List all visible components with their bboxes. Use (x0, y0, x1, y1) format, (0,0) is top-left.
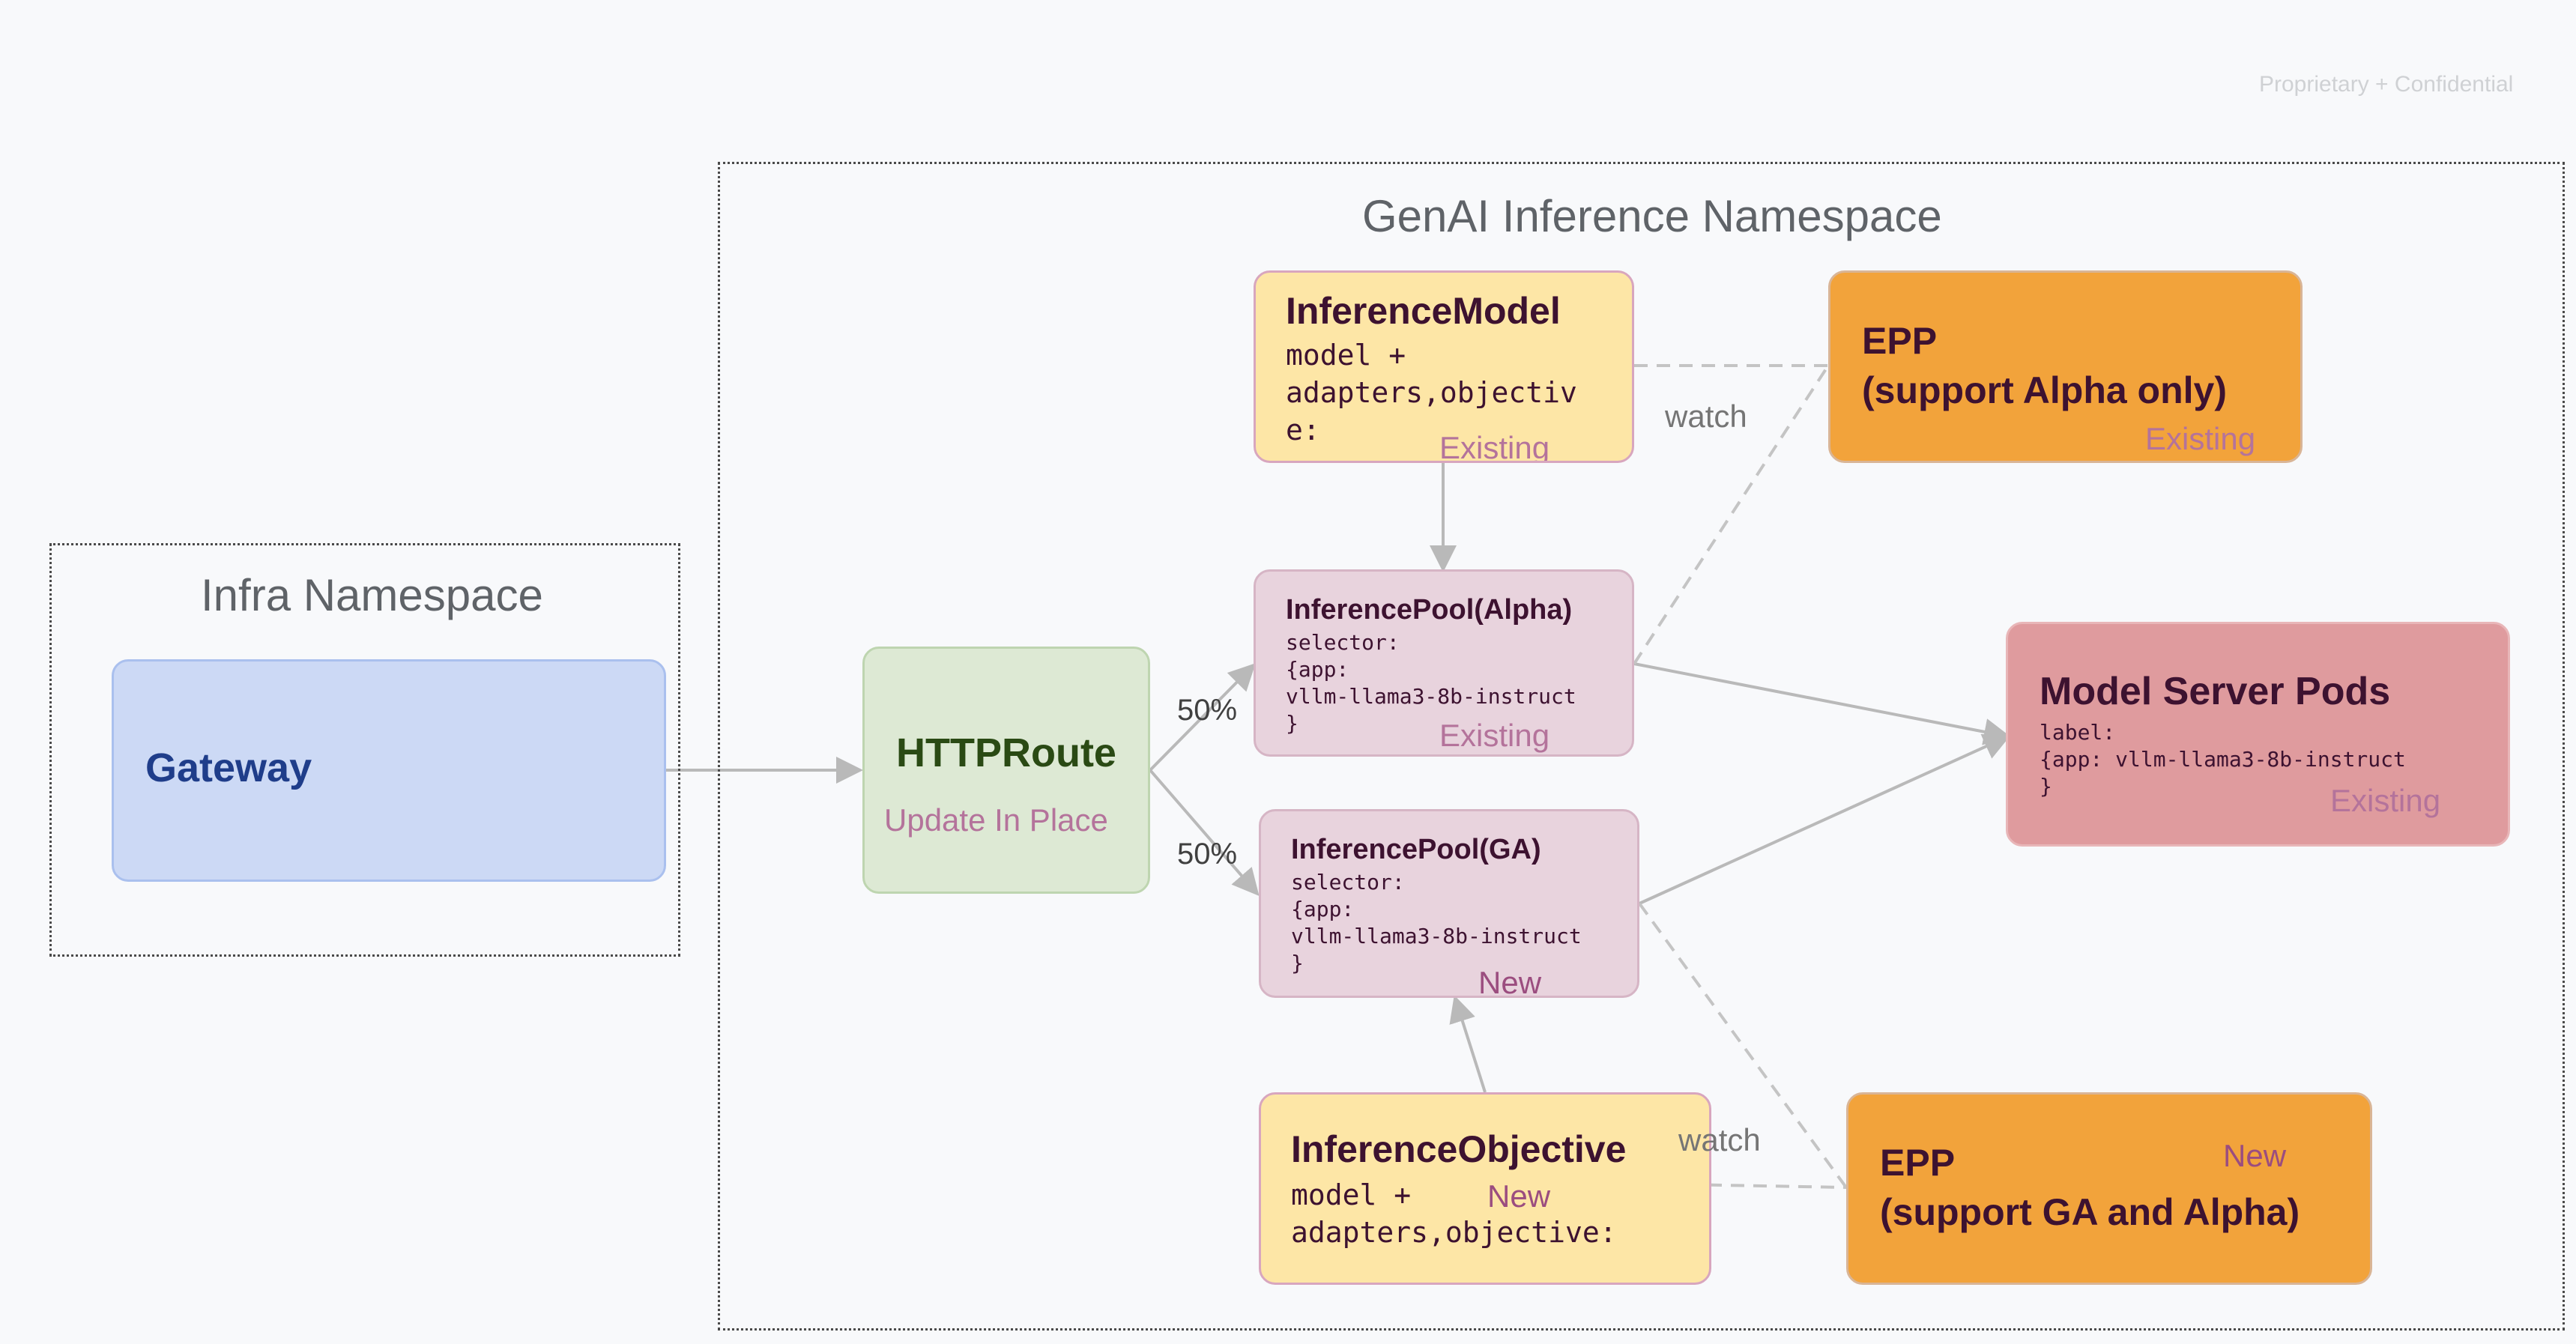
gateway-box[interactable]: Gateway (112, 659, 666, 882)
pool-ga-line1: selector: (1291, 870, 1405, 895)
inference-objective-body-line2: adapters,objective: (1291, 1216, 1617, 1249)
pool-alpha-line3: vllm-llama3-8b-instruct (1286, 684, 1576, 709)
httproute-box[interactable]: HTTPRoute Update In Place (862, 647, 1150, 894)
inference-model-body-line2: adapters,objectiv (1286, 376, 1577, 409)
epp-ga-line2: (support GA and Alpha) (1880, 1191, 2300, 1233)
inference-model-body-line1: model + (1286, 339, 1406, 372)
pool-alpha-line4: } (1286, 711, 1298, 736)
inference-model-status: Existing (1439, 430, 1550, 463)
pool-alpha-to-epp-alpha-watch-line (1633, 364, 1830, 665)
epp-alpha-status: Existing (2145, 421, 2256, 456)
inference-objective-box[interactable]: InferenceObjective model + adapters,obje… (1259, 1092, 1711, 1285)
infra-namespace-title: Infra Namespace (201, 570, 543, 620)
genai-namespace-title: GenAI Inference Namespace (1362, 191, 1942, 241)
gateway-label: Gateway (145, 745, 312, 790)
pool-ga-to-pods-arrow (1639, 733, 2011, 905)
objective-to-pool-ga-arrow (1449, 995, 1487, 1093)
epp-alpha-box[interactable]: EPP (support Alpha only) Existing (1828, 270, 2303, 463)
split-ga-label: 50% (1177, 838, 1238, 871)
httproute-to-pool-ga-arrow (1149, 769, 1260, 897)
epp-alpha-watch-label: watch (1665, 399, 1747, 434)
model-server-pods-line2: {app: vllm-llama3-8b-instruct (2040, 747, 2406, 772)
pool-alpha-to-pods-arrow (1633, 662, 2011, 745)
model-server-pods-line3: } (2040, 774, 2052, 799)
pool-ga-line3: vllm-llama3-8b-instruct (1291, 924, 1582, 948)
httproute-to-pool-alpha-arrow (1149, 663, 1256, 772)
pool-alpha-line1: selector: (1286, 630, 1400, 655)
split-alpha-label: 50% (1177, 694, 1238, 727)
model-server-pods-status: Existing (2330, 783, 2441, 818)
model-server-pods-box[interactable]: Model Server Pods label: {app: vllm-llam… (2006, 622, 2510, 847)
pool-ga-line4: } (1291, 951, 1304, 975)
inference-objective-body-line1: model + (1291, 1178, 1412, 1211)
epp-ga-line1: EPP (1880, 1142, 1956, 1184)
genai-namespace-frame (718, 162, 2565, 1331)
epp-ga-box[interactable]: EPP (support GA and Alpha) New (1846, 1092, 2372, 1285)
inference-objective-status: New (1487, 1178, 1551, 1214)
inference-model-body-line3: e: (1286, 414, 1320, 447)
inference-model-box[interactable]: InferenceModel model + adapters,objectiv… (1254, 270, 1634, 463)
epp-alpha-line2: (support Alpha only) (1862, 369, 2227, 411)
pool-alpha-title: InferencePool(Alpha) (1286, 594, 1573, 626)
model-server-pods-title: Model Server Pods (2040, 670, 2391, 713)
pool-alpha-line2: {app: (1286, 657, 1349, 682)
confidential-label: Proprietary + Confidential (2259, 72, 2514, 97)
pool-ga-to-epp-ga-watch-line (1638, 902, 1848, 1189)
epp-ga-status: New (2223, 1138, 2287, 1173)
httproute-title: HTTPRoute (896, 730, 1116, 775)
pool-ga-box[interactable]: InferencePool(GA) selector: {app: vllm-l… (1259, 809, 1639, 998)
httproute-status: Update In Place (884, 802, 1108, 838)
epp-ga-watch-label: watch (1678, 1122, 1761, 1157)
pool-alpha-box[interactable]: InferencePool(Alpha) selector: {app: vll… (1254, 569, 1634, 757)
infra-namespace-frame (49, 543, 680, 957)
pool-ga-title: InferencePool(GA) (1291, 834, 1541, 865)
pool-alpha-status: Existing (1439, 718, 1550, 753)
pool-ga-line2: {app: (1291, 897, 1355, 921)
inference-objective-title: InferenceObjective (1291, 1128, 1627, 1170)
epp-alpha-line1: EPP (1862, 320, 1938, 362)
model-server-pods-line1: label: (2040, 720, 2116, 745)
inference-model-title: InferenceModel (1286, 290, 1561, 332)
pool-ga-status: New (1478, 965, 1542, 998)
